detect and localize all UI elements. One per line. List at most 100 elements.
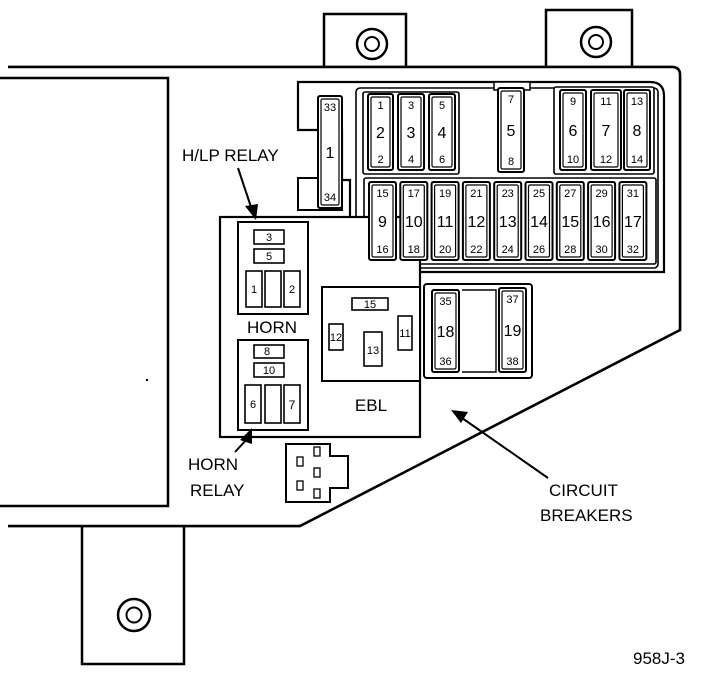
fuse-11-bottom: 20 — [439, 244, 451, 256]
horn-pin-7: 7 — [289, 398, 296, 412]
ebl-module: 15 12 13 11 — [321, 286, 421, 382]
hlp-arrow-icon — [245, 204, 258, 220]
hlp-pin-2: 2 — [289, 284, 295, 296]
circuit-breaker-18-bottom: 36 — [439, 356, 451, 368]
fuse-9-mid: 9 — [378, 214, 387, 231]
fuse-7-bottom: 12 — [600, 154, 612, 166]
fuse-10-bottom: 18 — [408, 244, 420, 256]
fuse-10: 17 10 18 — [399, 181, 429, 261]
horn-pin-10: 10 — [263, 365, 275, 377]
fuse-layer: 3313412233454675896101171213814159161710… — [317, 87, 651, 373]
fuse-5-mid: 5 — [507, 123, 516, 140]
fuse-8: 13 8 14 — [623, 89, 651, 171]
hlp-relay-label: H/LP RELAY — [182, 146, 279, 165]
fuse-13-bottom: 24 — [502, 244, 514, 256]
fuse-15-mid: 15 — [561, 214, 579, 231]
circuit-breaker-19-bottom: 38 — [506, 356, 518, 368]
fuse-16-top: 29 — [595, 188, 607, 200]
hlp-pin-1: 1 — [251, 284, 257, 296]
circuit-breakers-label-line2: BREAKERS — [540, 506, 633, 525]
fuse-4-top: 5 — [439, 100, 445, 112]
horn-relay-label-line1: HORN — [188, 455, 238, 474]
fuse-9-top: 15 — [376, 188, 388, 200]
fuse-17-top: 31 — [627, 188, 639, 200]
fuse-8-top: 13 — [631, 96, 643, 108]
fuse-5-bottom: 8 — [508, 156, 514, 168]
fuse-11-mid: 11 — [437, 214, 454, 231]
circuit-breaker-19-top: 37 — [506, 294, 518, 306]
circuit-breakers-label-line1: CIRCUIT — [549, 481, 618, 500]
fuse-15-top: 27 — [564, 188, 576, 200]
fuse-13: 23 13 24 — [493, 181, 523, 261]
fuse-3-bottom: 4 — [408, 154, 414, 166]
fuse-1-mid: 1 — [326, 145, 335, 162]
fuse-6-bottom: 10 — [567, 154, 579, 166]
small-connector — [285, 443, 349, 503]
hlp-pin-3: 3 — [266, 232, 272, 244]
fuse-13-top: 23 — [502, 188, 514, 200]
ebl-pin-13: 13 — [367, 345, 379, 357]
fuse-2: 122 — [367, 93, 394, 171]
horn-pin-6: 6 — [250, 399, 256, 411]
fuse-8-mid: 8 — [633, 123, 642, 140]
fuse-12-top: 21 — [470, 188, 482, 200]
fuse-17-bottom: 32 — [627, 244, 639, 256]
ebl-pin-15: 15 — [364, 299, 376, 311]
ebl-pin-11: 11 — [399, 328, 410, 340]
fuse-6: 9 6 10 — [559, 89, 587, 171]
fuse-2-bottom: 2 — [377, 154, 383, 166]
fuse-9-bottom: 16 — [376, 244, 388, 256]
fuse-13-mid: 13 — [499, 214, 517, 231]
circuit-breaker-arrow-icon — [451, 410, 468, 423]
fuse-3-top: 3 — [408, 100, 414, 112]
fuse-14-top: 25 — [533, 188, 545, 200]
fuse-16: 29 16 30 — [587, 181, 617, 261]
fuse-16-bottom: 30 — [595, 244, 607, 256]
horn-relay-label-line2: RELAY — [190, 481, 245, 500]
fuse-5: 7 5 8 — [497, 87, 525, 173]
fuse-16-mid: 16 — [593, 214, 611, 231]
horn-pin-8: 8 — [264, 346, 270, 358]
fuse-5-top: 7 — [508, 94, 514, 106]
fuse-10-top: 17 — [408, 188, 420, 200]
fuse-1: 33 1 34 — [317, 95, 343, 209]
fuse-11: 19 11 20 — [430, 181, 460, 261]
fuse-7-mid: 7 — [602, 123, 611, 140]
fuse-2-mid: 2 — [376, 125, 385, 142]
circuit-breaker-18-mid: 18 — [437, 324, 455, 341]
fuse-7-top: 11 — [600, 96, 611, 108]
horn-relay-arrow-icon — [240, 428, 252, 444]
ebl-pin-12: 12 — [330, 332, 342, 344]
fuse-6-top: 9 — [570, 96, 576, 108]
fuse-6-mid: 6 — [569, 123, 578, 140]
fuse-12-mid: 12 — [468, 214, 486, 231]
hlp-relay: 3 5 1 2 — [237, 221, 309, 315]
hlp-pin-5: 5 — [266, 251, 272, 263]
horn-relay: 8 10 6 7 — [237, 339, 309, 431]
fuse-4: 5 4 6 — [428, 93, 456, 171]
fuse-11-top: 19 — [439, 188, 451, 200]
fuse-12: 21 12 22 — [461, 181, 491, 261]
fuse-4-mid: 4 — [438, 125, 447, 142]
fuse-12-bottom: 22 — [470, 244, 482, 256]
horn-label: HORN — [247, 318, 297, 337]
fuse-4-bottom: 6 — [439, 154, 445, 166]
fuse-10-mid: 10 — [405, 214, 423, 231]
fuse-9: 15 9 16 — [368, 181, 397, 261]
fuse-8-bottom: 14 — [631, 154, 643, 166]
figure-id: 958J-3 — [633, 649, 685, 668]
circuit-breaker-19-mid: 19 — [504, 323, 522, 340]
fuse-1-bottom: 34 — [324, 192, 336, 204]
fuse-7: 11 7 12 — [590, 89, 622, 171]
ebl-label: EBL — [355, 396, 387, 415]
fuse-3-mid: 3 — [407, 125, 416, 142]
fuse-1-top: 33 — [324, 102, 336, 114]
left-window — [0, 76, 170, 508]
bottom-mounting-tab — [80, 520, 186, 666]
circuit-breaker-19: 37 19 38 — [498, 287, 527, 373]
top-mounting-tabs — [322, 8, 634, 74]
